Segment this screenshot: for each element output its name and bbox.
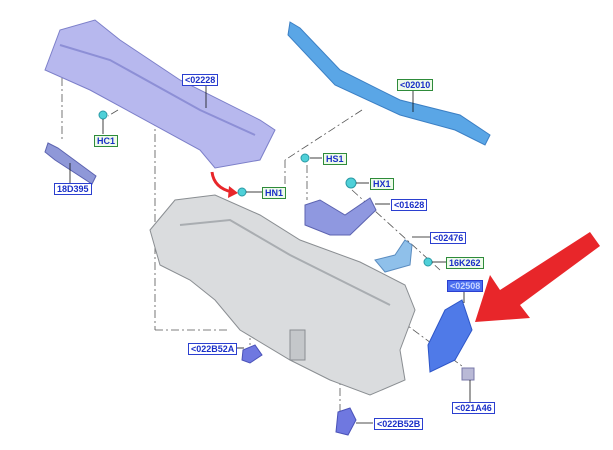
bracket-022b52b-part: [335, 407, 357, 436]
part-label-02228[interactable]: <02228: [182, 74, 219, 86]
block-021a46-part: [461, 367, 475, 381]
part-label-022b52b[interactable]: <022B52B: [374, 418, 424, 430]
bracket-02508-part: [427, 299, 473, 373]
part-label-hs1[interactable]: HS1: [323, 153, 347, 165]
clips: [98, 110, 433, 267]
bracket-02476-part: [374, 239, 413, 273]
part-label-02476[interactable]: <02476: [430, 232, 467, 244]
bracket-01628-part: [304, 197, 377, 236]
part-label-hc1[interactable]: HC1: [94, 135, 119, 147]
clip-hn1: [237, 187, 247, 197]
rail-part: [287, 21, 491, 146]
bracket-022b52a-part: [241, 344, 263, 364]
part-label-022b52a[interactable]: <022B52A: [188, 343, 238, 355]
part-label-021a46[interactable]: <021A46: [452, 402, 495, 414]
clip-16k262: [423, 257, 433, 267]
leader-lines: [69, 85, 471, 424]
part-label-hx1[interactable]: HX1: [370, 178, 394, 190]
clip-hs1: [300, 153, 310, 163]
clip-hx1: [345, 177, 357, 189]
cowl-panel-part: [44, 19, 276, 169]
part-label-01628[interactable]: <01628: [391, 199, 428, 211]
part-label-02508[interactable]: <02508: [447, 280, 484, 292]
bracket-18d395-part: [44, 142, 97, 185]
part-label-hn1[interactable]: HN1: [262, 187, 287, 199]
clip-hc1: [98, 110, 108, 120]
part-label-18d395[interactable]: 18D395: [54, 183, 92, 195]
part-label-16k262[interactable]: 16K262: [446, 257, 484, 269]
part-label-02010[interactable]: <02010: [397, 79, 434, 91]
dash-panel-part: [149, 194, 416, 396]
red-large-arrow-icon: [475, 232, 600, 322]
